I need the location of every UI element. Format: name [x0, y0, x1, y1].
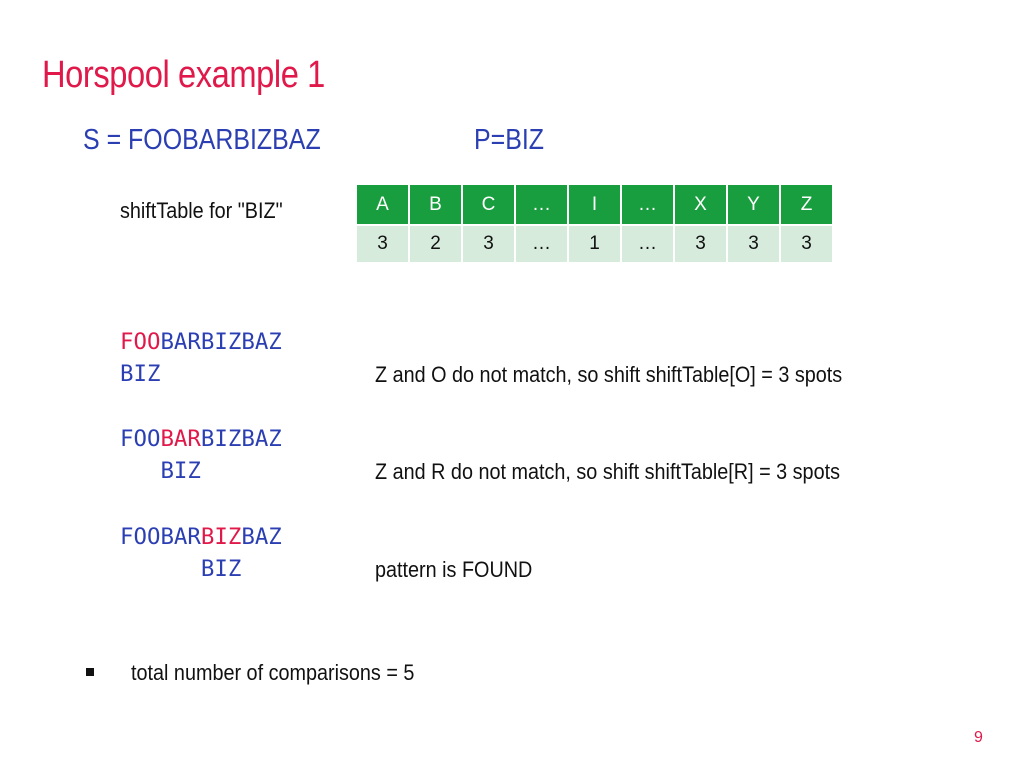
- shift-table-cell: 3: [462, 225, 516, 262]
- string-definition: S = FOOBARBIZBAZ: [83, 124, 321, 156]
- step-2-pattern: BIZ: [120, 455, 201, 487]
- text-segment: BAR: [160, 426, 201, 452]
- shift-table-header-row: A B C … I … X Y Z: [357, 185, 834, 226]
- step-2-note: Z and R do not match, so shift shiftTabl…: [375, 459, 840, 484]
- text-segment: BARBIZBAZ: [160, 329, 282, 355]
- shift-table-cell: 1: [568, 225, 622, 262]
- shift-table-value-row: 3 2 3 … 1 … 3 3 3: [357, 225, 834, 262]
- slide-title: Horspool example 1: [42, 54, 325, 96]
- text-segment: BIZBAZ: [200, 426, 282, 452]
- step-3-text: FOOBARBIZBAZ: [120, 521, 282, 553]
- step-1-pattern: BIZ: [120, 361, 161, 387]
- shift-table-header: C: [462, 185, 516, 226]
- step-1-note: Z and O do not match, so shift shiftTabl…: [375, 362, 843, 387]
- shift-table-cell: 3: [780, 225, 834, 262]
- shift-table-cell: 3: [357, 225, 410, 262]
- step-3-note: pattern is FOUND: [375, 557, 533, 582]
- step-1-text: FOOBARBIZBAZ: [120, 326, 282, 358]
- pattern-definition: P=BIZ: [474, 124, 545, 156]
- shift-table-header: X: [674, 185, 728, 226]
- step-3-pattern: BIZ: [120, 553, 241, 585]
- text-segment: FOOBAR: [120, 524, 201, 550]
- text-segment: BIZ: [200, 524, 242, 550]
- comparison-count: total number of comparisons = 5: [131, 660, 415, 685]
- text-segment: BAZ: [241, 524, 282, 550]
- text-segment: FOO: [120, 329, 161, 355]
- shift-table-cell: 2: [409, 225, 463, 262]
- step-2-text: FOOBARBIZBAZ: [120, 423, 282, 455]
- bullet-icon: [86, 668, 94, 676]
- shift-table-header: B: [409, 185, 463, 226]
- shift-table-header: Y: [727, 185, 781, 226]
- shift-table-cell: 3: [674, 225, 728, 262]
- shift-table-header: Z: [780, 185, 834, 226]
- page-number: 9: [974, 729, 983, 746]
- shift-table-header: I: [568, 185, 622, 226]
- shift-table-label: shiftTable for "BIZ": [120, 198, 283, 223]
- shift-table-header: …: [621, 185, 675, 226]
- shift-table: A B C … I … X Y Z 3 2 3 … 1 … 3 3 3: [357, 185, 834, 262]
- pattern-text: BIZ: [160, 458, 201, 484]
- shift-table-cell: 3: [727, 225, 781, 262]
- pattern-text: BIZ: [200, 556, 242, 582]
- shift-table-header: …: [515, 185, 569, 226]
- shift-table-cell: …: [621, 225, 675, 262]
- shift-table-cell: …: [515, 225, 569, 262]
- shift-table-header: A: [357, 185, 410, 226]
- text-segment: FOO: [120, 426, 161, 452]
